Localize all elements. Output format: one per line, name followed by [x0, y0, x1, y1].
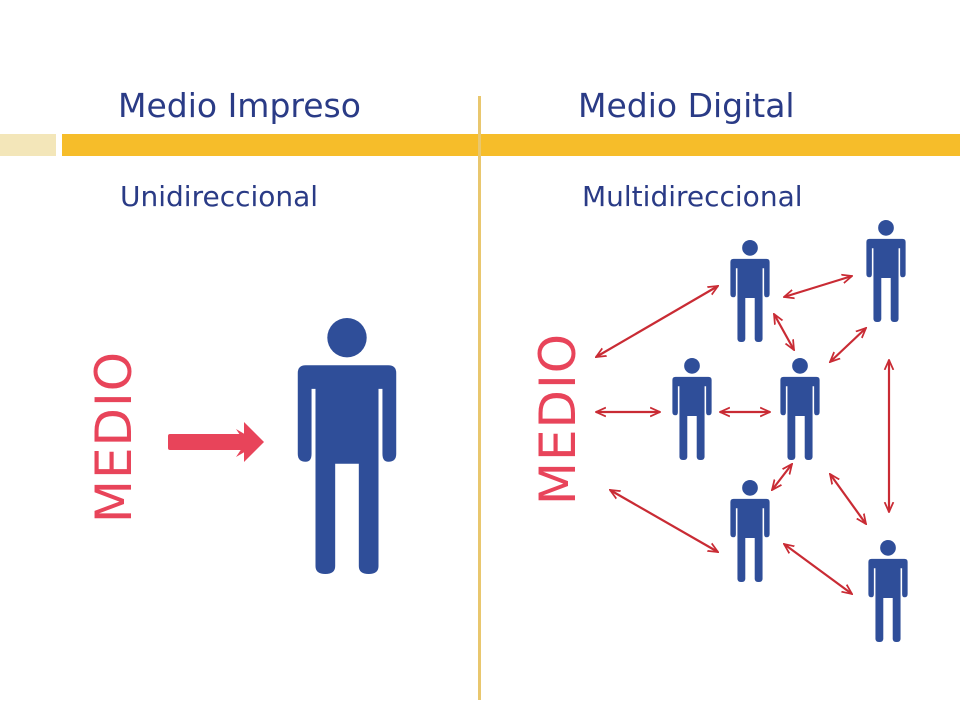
column-divider	[478, 96, 481, 700]
person-icon	[868, 540, 908, 642]
person-icon	[672, 358, 712, 460]
double-arrow-icon	[784, 544, 852, 594]
person-icon	[297, 318, 397, 574]
double-arrow-icon	[772, 464, 792, 490]
double-arrow-icon	[610, 490, 718, 552]
person-icon	[730, 240, 770, 342]
header-bar	[62, 134, 960, 156]
person-icon	[780, 358, 820, 460]
header-bar-accent	[0, 134, 56, 156]
double-arrow-icon	[774, 314, 794, 350]
title-print-medium: Medio Impreso	[118, 86, 361, 125]
double-arrow-icon	[784, 276, 852, 297]
subtitle-unidirectional: Unidireccional	[120, 180, 319, 213]
person-icon	[866, 220, 906, 322]
person-icon	[730, 480, 770, 582]
subtitle-multidirectional: Multidireccional	[582, 180, 803, 213]
arrow-right-icon	[168, 422, 264, 462]
double-arrow-icon	[596, 286, 718, 357]
double-arrow-icon	[830, 328, 866, 362]
double-arrow-icon	[830, 474, 866, 524]
title-digital-medium: Medio Digital	[578, 86, 795, 125]
